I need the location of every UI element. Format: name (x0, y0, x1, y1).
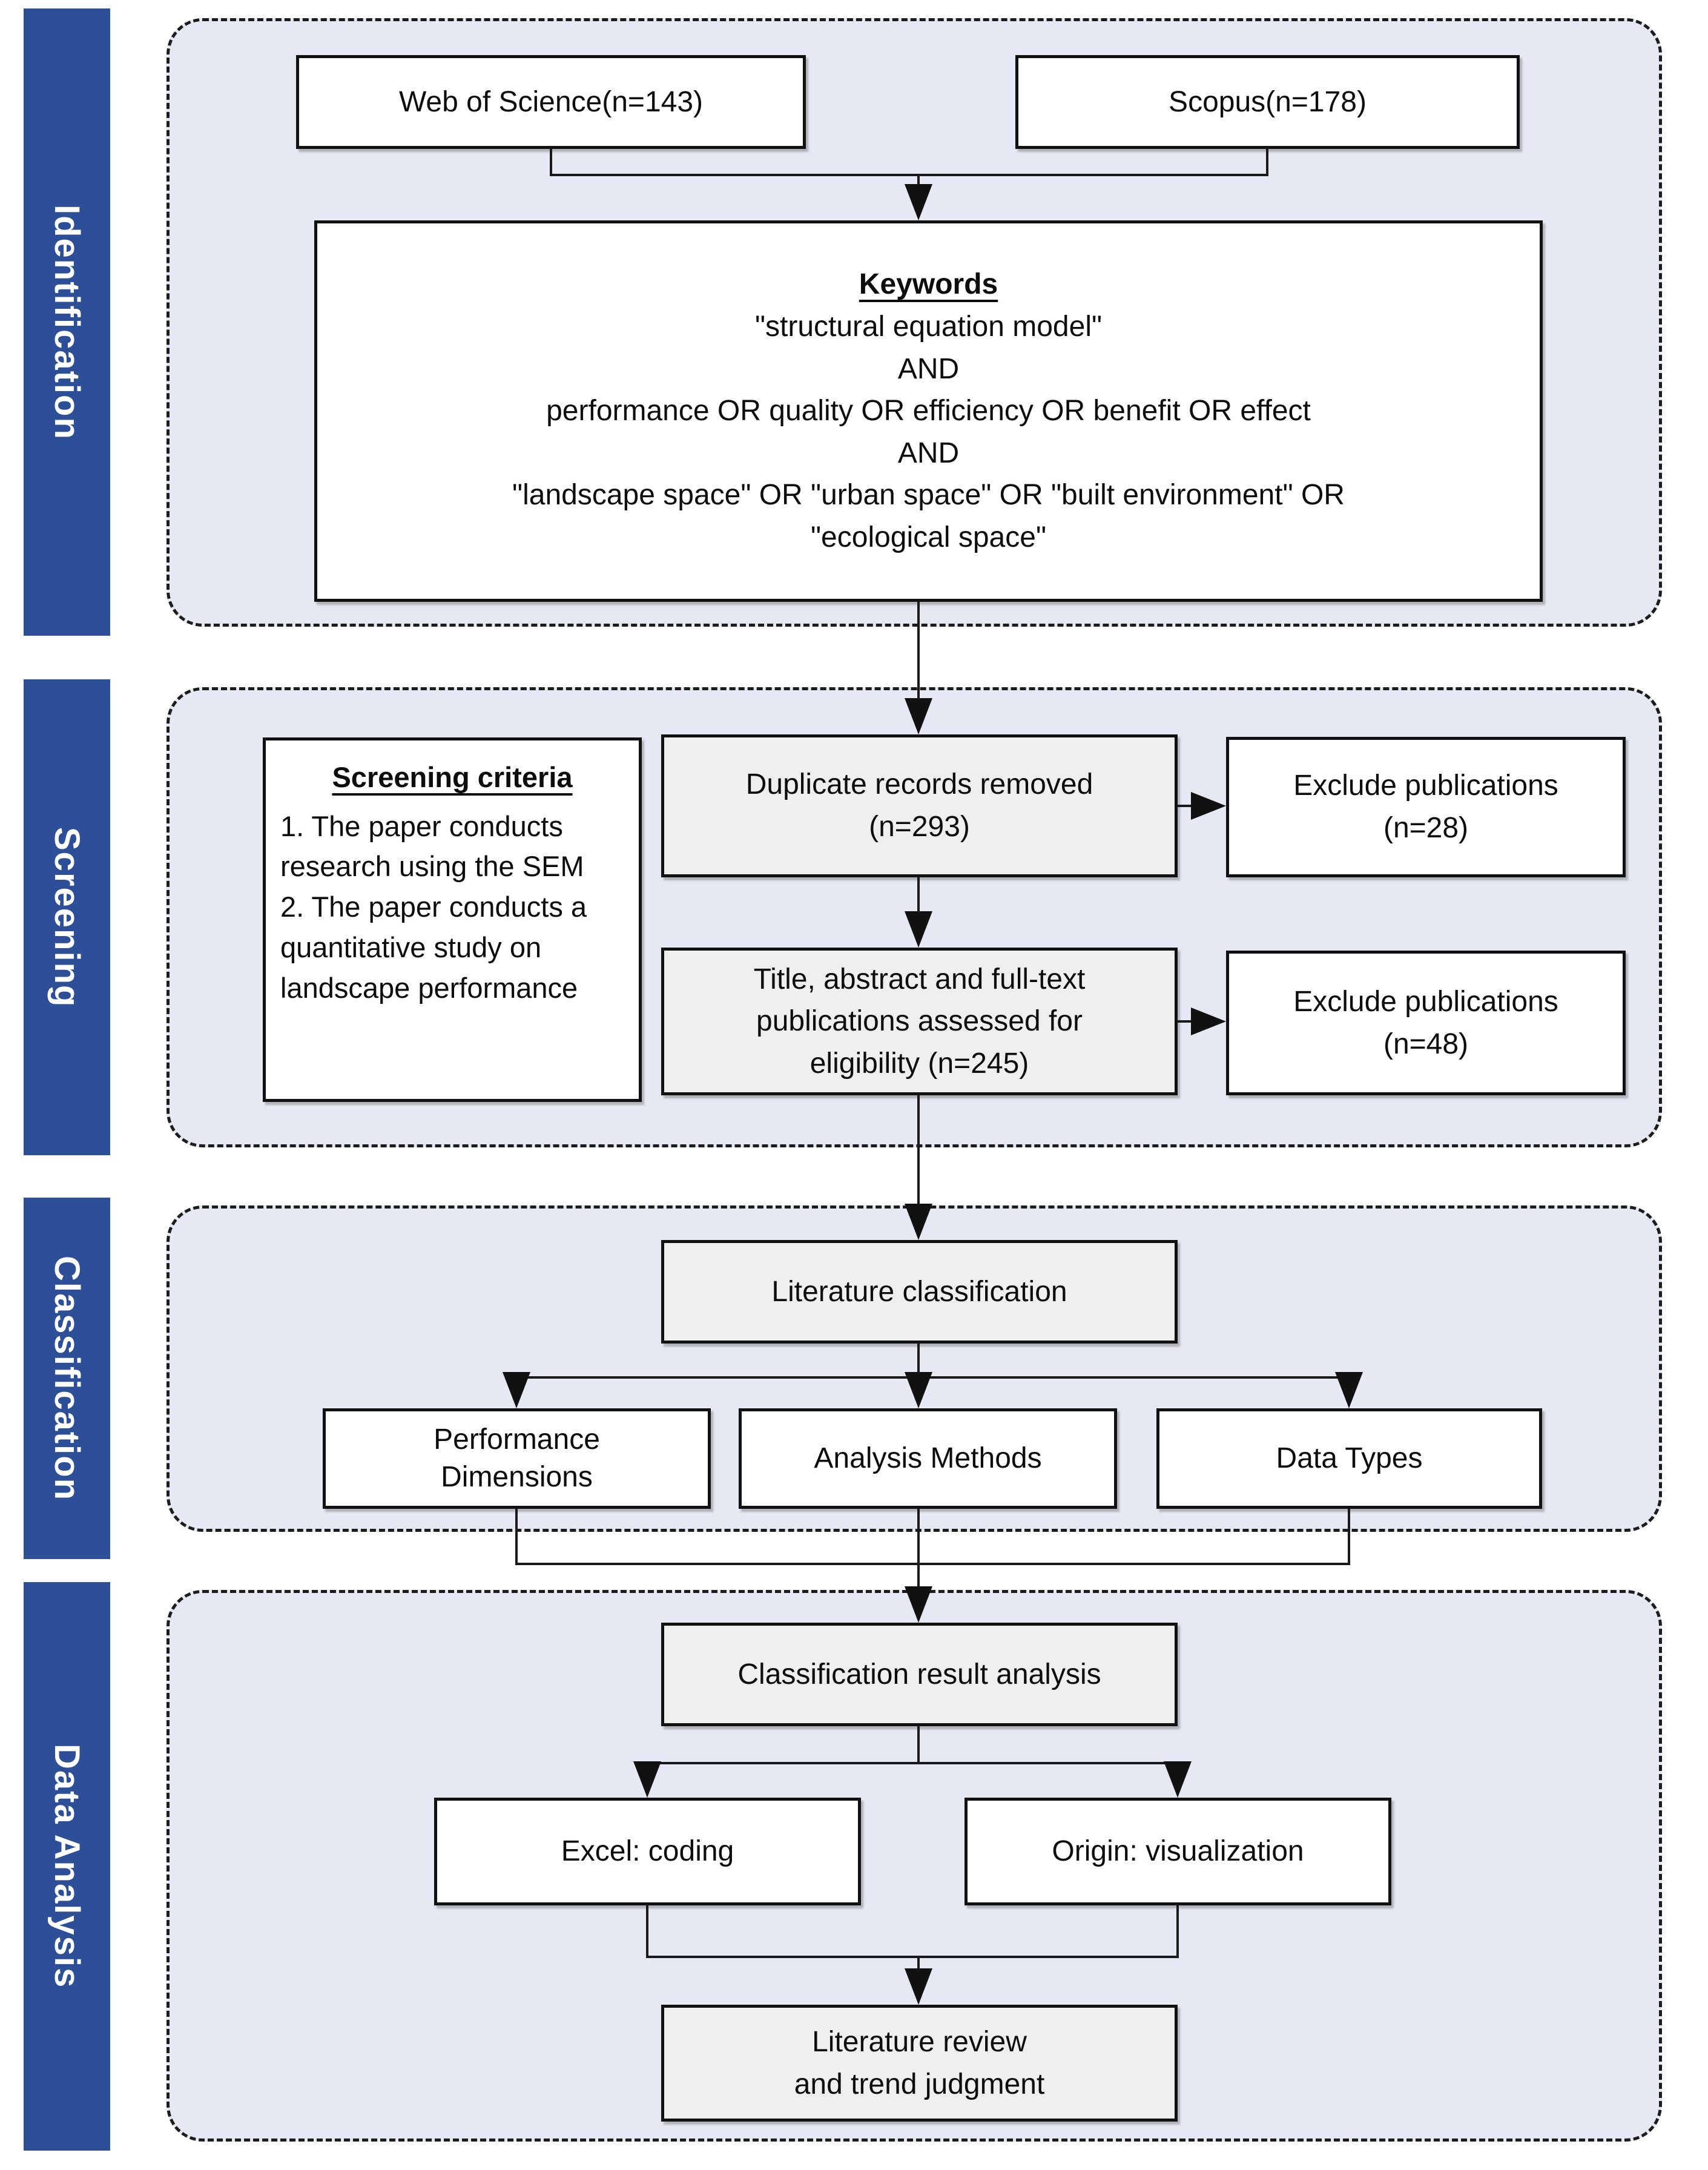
connector-line (917, 1726, 920, 1764)
web-of-science-box: Web of Science(n=143) (296, 55, 806, 149)
screening-criteria-box: Screening criteria 1. The paper conducts… (263, 737, 642, 1102)
exclude-28-line: Exclude publications (1293, 770, 1558, 802)
duplicate-records-box: Duplicate records removed (n=293) (661, 734, 1178, 877)
arrow-down-icon (633, 1761, 661, 1798)
keywords-line: performance OR quality OR efficiency OR … (546, 395, 1311, 427)
literature-review-box: Literature review and trend judgment (661, 2005, 1178, 2122)
connector-line (917, 1095, 920, 1208)
connector-line (646, 1956, 1179, 1958)
web-of-science-label: Web of Science(n=143) (398, 85, 704, 118)
literature-classification-label: Literature classification (771, 1275, 1067, 1308)
performance-dimensions-box: Performance Dimensions (323, 1408, 711, 1509)
keywords-title: Keywords (859, 268, 998, 301)
assessed-line: eligibility (n=245) (809, 1047, 1029, 1080)
phase-bar-screening: Screening (24, 679, 110, 1155)
arrow-down-icon (1164, 1761, 1192, 1798)
connector-line (917, 602, 920, 702)
arrow-right-icon (1191, 1008, 1226, 1035)
connector-line (917, 1509, 920, 1591)
exclude-publications-28-box: Exclude publications (n=28) (1226, 737, 1626, 877)
connector-line (917, 1344, 920, 1379)
screening-criteria-title: Screening criteria (332, 761, 573, 793)
performance-dimensions-line: Dimensions (441, 1461, 593, 1493)
keywords-line: "ecological space" (811, 521, 1046, 553)
exclude-publications-48-box: Exclude publications (n=48) (1226, 951, 1626, 1095)
literature-review-line: and trend judgment (794, 2068, 1045, 2100)
duplicate-records-line: (n=293) (869, 811, 970, 843)
connector-line (917, 1956, 920, 1974)
arrow-down-icon (905, 1586, 932, 1623)
arrow-down-icon (1335, 1372, 1363, 1408)
phase-label-identification: Identification (47, 204, 87, 440)
performance-dimensions-line: Performance (434, 1423, 600, 1456)
arrow-down-icon (905, 698, 932, 734)
connector-line (515, 1563, 1350, 1565)
arrow-down-icon (905, 1204, 932, 1240)
connector-line (1178, 805, 1199, 807)
connector-line (1348, 1509, 1350, 1565)
scopus-label: Scopus(n=178) (1169, 85, 1367, 118)
assessed-line: publications assessed for (756, 1005, 1083, 1038)
criteria-line: research using the SEM (280, 850, 584, 883)
criteria-line: landscape performance (280, 971, 578, 1004)
phase-bar-classification: Classification (24, 1198, 110, 1559)
keywords-line: AND (897, 437, 960, 469)
criteria-line: quantitative study on (280, 931, 542, 963)
phase-bar-identification: Identification (24, 8, 110, 636)
phase-bar-data-analysis: Data Analysis (24, 1582, 110, 2151)
excel-coding-label: Excel: coding (561, 1835, 734, 1868)
data-types-box: Data Types (1156, 1408, 1542, 1509)
criteria-line: 1. The paper conducts (280, 810, 563, 842)
arrow-down-icon (905, 184, 932, 220)
arrow-down-icon (503, 1372, 530, 1408)
connector-line (1176, 1905, 1179, 1958)
classification-result-box: Classification result analysis (661, 1623, 1178, 1726)
data-types-label: Data Types (1276, 1442, 1423, 1475)
origin-visualization-label: Origin: visualization (1052, 1835, 1304, 1868)
connector-line (917, 174, 920, 192)
analysis-methods-label: Analysis Methods (814, 1442, 1042, 1475)
assessed-eligibility-box: Title, abstract and full-text publicatio… (661, 948, 1178, 1095)
connector-line (646, 1762, 1179, 1764)
scopus-box: Scopus(n=178) (1015, 55, 1520, 149)
exclude-48-line: Exclude publications (1293, 985, 1558, 1018)
assessed-line: Title, abstract and full-text (753, 963, 1086, 995)
connector-line (646, 1905, 648, 1958)
phase-label-classification: Classification (47, 1255, 87, 1502)
connector-line (550, 174, 1268, 176)
exclude-48-line: (n=48) (1383, 1027, 1469, 1060)
arrow-down-icon (905, 1372, 932, 1408)
excel-coding-box: Excel: coding (434, 1798, 861, 1905)
criteria-line: 2. The paper conducts a (280, 891, 587, 923)
arrow-right-icon (1191, 792, 1226, 820)
connector-line (1178, 1020, 1199, 1023)
connector-line (1266, 149, 1268, 176)
analysis-methods-box: Analysis Methods (739, 1408, 1117, 1509)
literature-review-line: Literature review (812, 2025, 1027, 2058)
keywords-line: "structural equation model" (754, 311, 1103, 343)
keywords-box: Keywords "structural equation model" AND… (314, 220, 1543, 602)
keywords-line: AND (897, 352, 960, 385)
phase-label-screening: Screening (47, 826, 87, 1008)
exclude-28-line: (n=28) (1383, 812, 1469, 844)
classification-result-label: Classification result analysis (737, 1658, 1101, 1690)
connector-line (515, 1509, 518, 1565)
literature-classification-box: Literature classification (661, 1240, 1178, 1344)
keywords-line: "landscape space" OR "urban space" OR "b… (512, 479, 1345, 512)
connector-line (917, 877, 920, 915)
origin-visualization-box: Origin: visualization (964, 1798, 1391, 1905)
duplicate-records-line: Duplicate records removed (745, 768, 1093, 801)
arrow-down-icon (905, 911, 932, 948)
arrow-down-icon (905, 1968, 932, 2005)
connector-line (550, 149, 552, 176)
phase-label-data-analysis: Data Analysis (47, 1744, 87, 1989)
connector-line (515, 1376, 1350, 1379)
